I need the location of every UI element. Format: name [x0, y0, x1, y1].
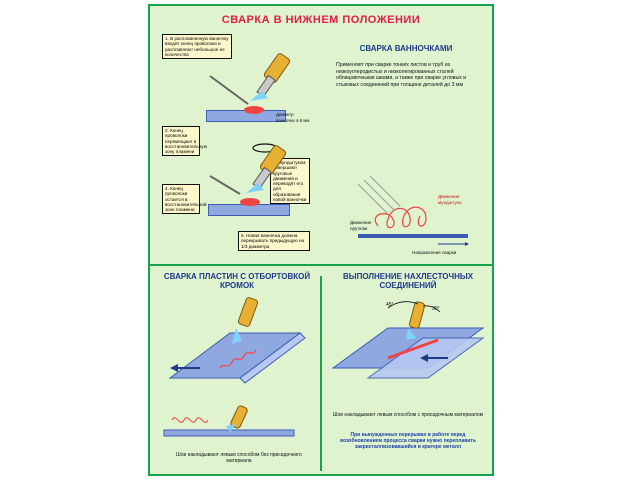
angle-30-label: 30° [432, 306, 440, 312]
torch-diagram-bottom [209, 143, 287, 206]
spiral-motion-diagram [357, 175, 469, 246]
section3-warning: При вынужденных перерывах в работе перед… [340, 432, 476, 450]
section1-description: Применяют при сварке тонких листов и тру… [336, 62, 467, 88]
section2-caption: Шов накладывают левым способом без приса… [176, 452, 302, 464]
motion-label: Движение мундштука [438, 194, 462, 205]
section1-title: СВАРКА ВАННОЧКАМИ [359, 44, 453, 53]
direction-label: Направление сварки [412, 250, 457, 255]
note-2: 2. Конец проволоки перемещают в восстано… [162, 126, 207, 157]
note-5: 5. Новая ванночка должна перекрывать пре… [238, 231, 310, 251]
section2-title: СВАРКА ПЛАСТИН С ОТБОРТОВКОЙ КРОМОК [163, 272, 311, 291]
poster-title: СВАРКА В НИЖНЕМ ПОЛОЖЕНИИ [221, 14, 421, 26]
section3-title: ВЫПОЛНЕНИЕ НАХЛЕСТОЧНЫХ СОЕДИНЕНИЙ [342, 272, 474, 291]
angle-45-label: 45° [386, 302, 394, 308]
section-divider [150, 264, 492, 266]
column-divider [320, 276, 322, 471]
section3-caption: Шов накладывают левым способом с присадо… [332, 412, 484, 418]
flanged-plates-diagram [168, 297, 306, 384]
wire-label: Движение прутком [350, 220, 372, 231]
dimension-label: Диаметр ванночки 4-5 мм [276, 112, 310, 123]
note-4: 4. Конец проволоки остается в восстанови… [162, 184, 206, 215]
torch-diagram-top [209, 53, 291, 114]
poster: СВАРКА В НИЖНЕМ ПОЛОЖЕНИИ 1. В расплавле… [148, 4, 494, 476]
note-1: 1. В расплавленную ванночку вводят конец… [162, 34, 232, 60]
flanged-plates-section [163, 405, 295, 437]
lap-joint-diagram [331, 301, 485, 379]
